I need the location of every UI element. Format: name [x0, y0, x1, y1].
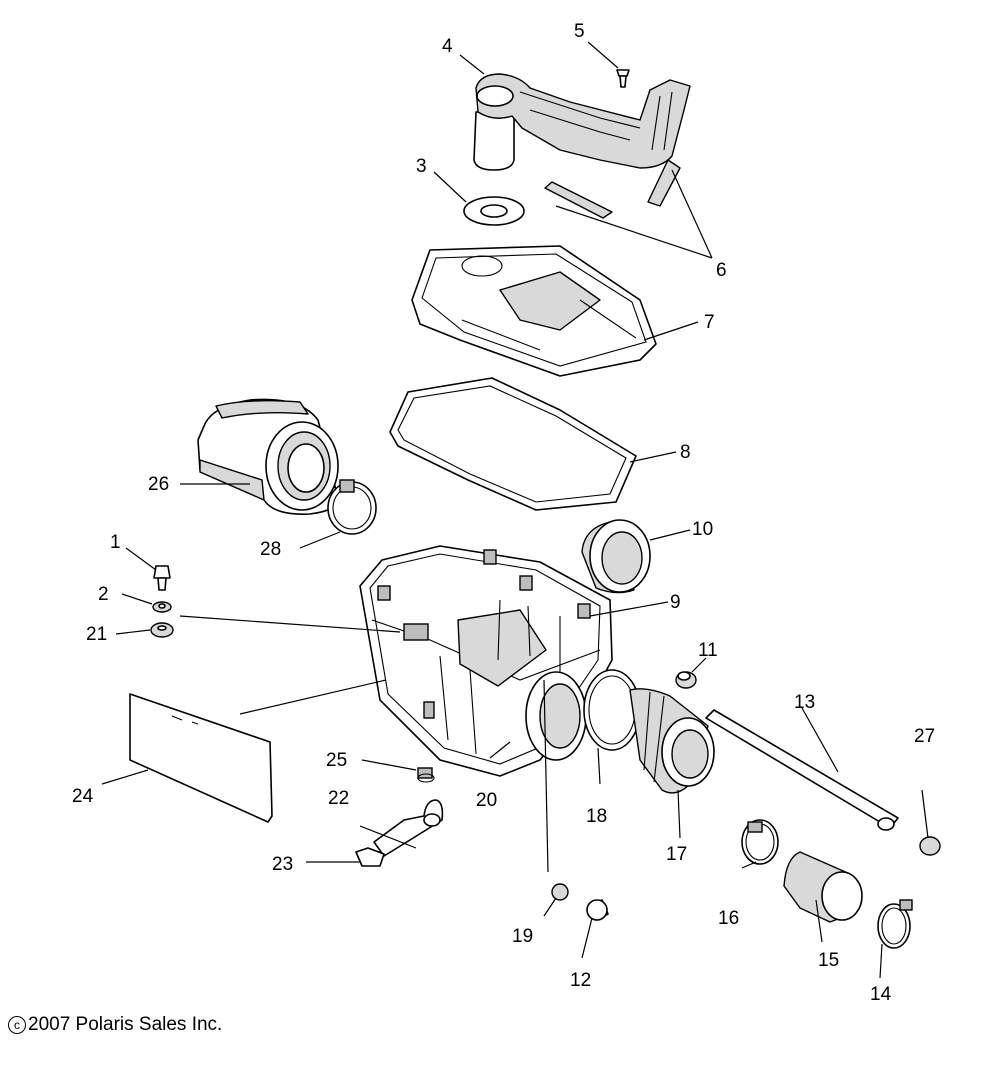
callout-12: 12	[570, 970, 591, 991]
copyright-text: 2007 Polaris Sales Inc.	[28, 1014, 223, 1035]
part-7-airbox-cover	[411, 245, 657, 377]
callout-15: 15	[818, 950, 839, 971]
part-5-screw	[616, 69, 630, 88]
part-4-intake-duct	[473, 73, 691, 171]
callout-2: 2	[98, 584, 109, 605]
callout-4: 4	[442, 36, 453, 57]
callout-25: 25	[326, 750, 347, 771]
part-2-washer	[152, 601, 172, 613]
callout-9: 9	[670, 592, 681, 613]
callout-10: 10	[692, 519, 713, 540]
part-28-clamp	[327, 479, 377, 535]
callout-7: 7	[704, 312, 715, 333]
part-16-clamp	[741, 819, 779, 865]
copyright-symbol: c	[8, 1016, 26, 1034]
part-8-gasket	[389, 377, 637, 511]
callout-28: 28	[260, 539, 281, 560]
part-10-adapter	[581, 519, 651, 594]
part-19-nut	[551, 883, 569, 901]
callout-5: 5	[574, 21, 585, 42]
part-14-clamp	[877, 899, 913, 949]
callout-18: 18	[586, 806, 607, 827]
callout-6: 6	[716, 260, 727, 281]
callout-26: 26	[148, 474, 169, 495]
callout-13: 13	[794, 692, 815, 713]
part-20-airbox-body	[359, 545, 613, 777]
callout-11: 11	[698, 640, 718, 661]
part-18-o-ring	[583, 669, 641, 751]
callout-1: 1	[110, 532, 121, 553]
callout-14: 14	[870, 984, 892, 1005]
callout-17: 17	[666, 844, 687, 865]
part-15-coupler	[783, 851, 863, 923]
part-22-hose	[373, 799, 444, 857]
part-6-foam-strips	[544, 159, 681, 219]
part-24-shield-plate	[129, 693, 273, 823]
callout-labels: 4 5 3 6 7 8 26 28 10 1 2 21 9 11 13 27 2…	[72, 21, 935, 1005]
leader-lines	[101, 41, 929, 979]
part-23-fitting	[355, 847, 385, 867]
callout-23: 23	[272, 854, 293, 875]
callout-22: 22	[328, 788, 349, 809]
callout-3: 3	[416, 156, 427, 177]
callout-21: 21	[86, 624, 107, 645]
callout-24: 24	[72, 786, 94, 807]
part-11-plug	[675, 671, 697, 689]
part-21-grommet	[150, 622, 174, 638]
callout-8: 8	[680, 442, 691, 463]
callout-16: 16	[718, 908, 739, 929]
callout-27: 27	[914, 726, 935, 747]
part-12-sleeve	[586, 899, 609, 921]
callout-20: 20	[476, 790, 497, 811]
callout-19: 19	[512, 926, 533, 947]
part-26-air-filter	[197, 398, 339, 515]
part-13-tube	[705, 709, 899, 831]
part-27-cap	[919, 836, 941, 856]
part-17-boot	[629, 688, 715, 794]
part-1-bolt	[153, 565, 171, 591]
part-25-clamp	[417, 767, 435, 783]
part-3-seal-ring	[463, 196, 525, 226]
